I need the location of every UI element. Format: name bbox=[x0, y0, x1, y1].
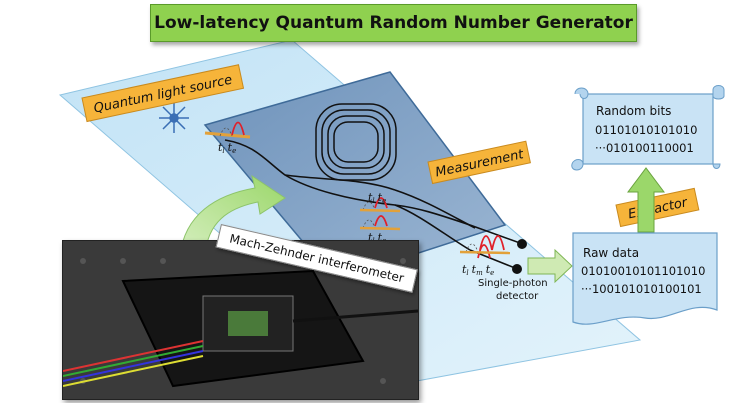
raw-data-line2: ···100101010100101 bbox=[581, 282, 702, 296]
source-pulse-baseline bbox=[204, 131, 251, 139]
raw-data-line1: 01010010101101010 bbox=[581, 264, 705, 278]
random-bits-scroll bbox=[571, 85, 725, 171]
random-bits-line2: ···010100110001 bbox=[595, 141, 694, 155]
raw-data-title: Raw data bbox=[583, 246, 639, 260]
detector-label: Single-photon detector bbox=[478, 278, 551, 302]
detector-top bbox=[517, 239, 527, 249]
arrow-to-random-bits bbox=[627, 167, 665, 233]
arrow-photo-to-chip bbox=[179, 174, 286, 256]
arrow-to-raw-data bbox=[527, 248, 573, 284]
extractor-label-box: Extractor bbox=[615, 187, 700, 228]
arm-pulse-baseline-bottom bbox=[359, 226, 401, 231]
detector-bottom bbox=[512, 264, 522, 274]
device-photo bbox=[62, 240, 419, 400]
delay-line-spiral bbox=[315, 103, 397, 181]
detector-icons bbox=[512, 239, 527, 274]
photon-pulses bbox=[231, 121, 505, 259]
photonic-chip bbox=[203, 71, 507, 281]
page-title: Low-latency Quantum Random Number Genera… bbox=[150, 4, 637, 42]
light-source-star-icon bbox=[159, 103, 189, 133]
random-bits-line1: 01101010101010 bbox=[595, 123, 697, 137]
random-bits-title: Random bits bbox=[596, 104, 671, 118]
raw-data-document bbox=[572, 232, 718, 325]
arm-pulse-baseline-top bbox=[359, 208, 401, 213]
output-pulse-baseline bbox=[459, 250, 511, 255]
